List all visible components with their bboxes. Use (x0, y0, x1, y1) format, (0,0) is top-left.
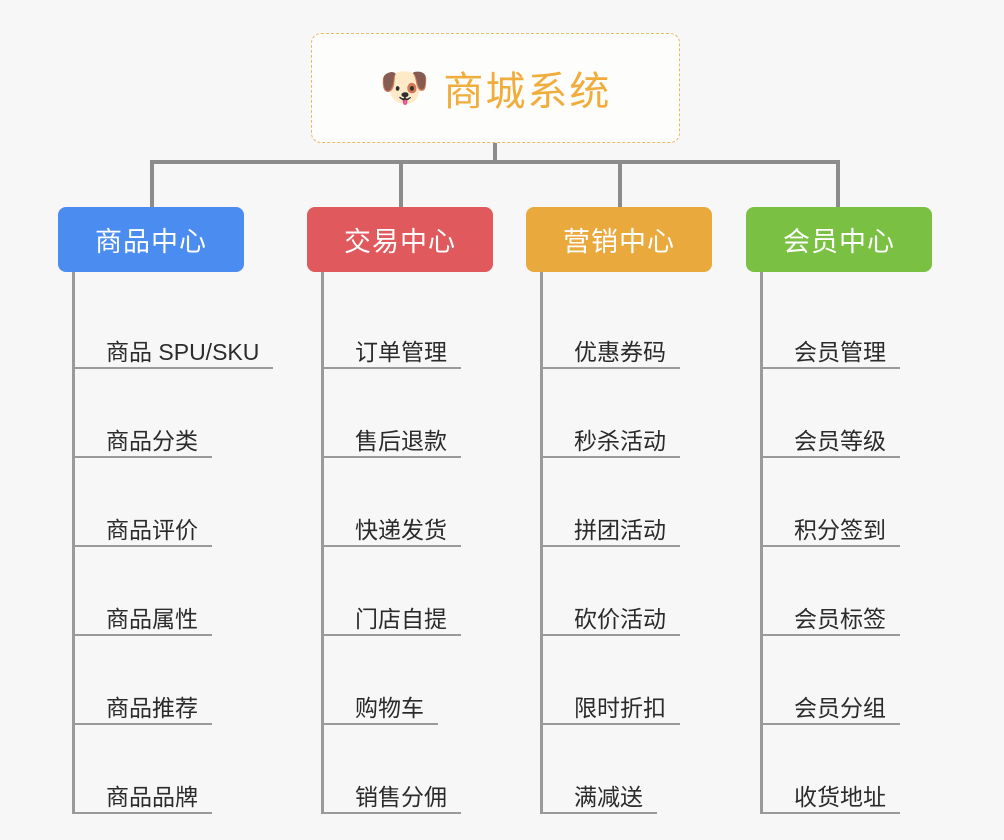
leaf-item[interactable]: 商品属性 (75, 547, 244, 636)
leaf-item[interactable]: 积分签到 (763, 458, 932, 547)
branch-column: 交易中心订单管理售后退款快递发货门店自提购物车销售分佣 (307, 207, 493, 814)
leaf-label: 商品推荐 (106, 694, 198, 721)
leaf-item[interactable]: 商品评价 (75, 458, 244, 547)
leaf-item[interactable]: 商品分类 (75, 369, 244, 458)
root-node[interactable]: 🐶 商城系统 (311, 33, 680, 143)
leaf-label: 砍价活动 (574, 605, 666, 632)
leaf-underline (763, 634, 900, 636)
leaf-label: 销售分佣 (355, 783, 447, 810)
leaf-item[interactable]: 售后退款 (324, 369, 493, 458)
leaf-item[interactable]: 收货地址 (763, 725, 932, 814)
connector-drop-2 (399, 160, 403, 207)
leaf-underline (75, 634, 212, 636)
leaf-underline (75, 367, 273, 369)
branch-column: 商品中心商品 SPU/SKU 商品分类商品评价商品属性商品推荐商品品牌 (58, 207, 273, 814)
category-box-member-center[interactable]: 会员中心 (746, 207, 932, 272)
category-box-marketing-center[interactable]: 营销中心 (526, 207, 712, 272)
leaf-label: 收货地址 (794, 783, 886, 810)
leaf-group: 订单管理售后退款快递发货门店自提购物车销售分佣 (321, 272, 493, 814)
leaf-label: 满减送 (574, 783, 643, 810)
leaf-item[interactable]: 会员管理 (763, 280, 932, 369)
connector-horizontal-bus (150, 160, 840, 164)
leaf-underline (763, 367, 900, 369)
leaf-label: 购物车 (355, 694, 424, 721)
leaf-item[interactable]: 销售分佣 (324, 725, 493, 814)
leaf-item[interactable]: 会员分组 (763, 636, 932, 725)
leaf-item[interactable]: 商品推荐 (75, 636, 244, 725)
leaf-label: 快递发货 (355, 516, 447, 543)
leaf-label: 拼团活动 (574, 516, 666, 543)
connector-drop-1 (150, 160, 154, 207)
leaf-underline (75, 723, 212, 725)
leaf-label: 会员等级 (794, 427, 886, 454)
leaf-label: 会员分组 (794, 694, 886, 721)
leaf-item[interactable]: 拼团活动 (543, 458, 712, 547)
leaf-underline (324, 545, 461, 547)
leaf-group: 优惠券码秒杀活动拼团活动砍价活动限时折扣满减送 (540, 272, 712, 814)
leaf-underline (543, 545, 680, 547)
leaf-group: 会员管理会员等级积分签到会员标签会员分组收货地址 (760, 272, 932, 814)
leaf-underline (763, 456, 900, 458)
shiba-dog-face-icon: 🐶 (379, 66, 430, 110)
connector-drop-3 (618, 160, 622, 207)
leaf-underline (763, 723, 900, 725)
category-label: 商品中心 (95, 227, 207, 257)
leaf-item[interactable]: 购物车 (324, 636, 493, 725)
connector-root-stem (493, 143, 497, 164)
leaf-label: 门店自提 (355, 605, 447, 632)
leaf-group: 商品 SPU/SKU 商品分类商品评价商品属性商品推荐商品品牌 (72, 272, 273, 814)
leaf-label: 商品属性 (106, 605, 198, 632)
leaf-underline (75, 456, 212, 458)
leaf-label: 商品 SPU/SKU (106, 338, 260, 365)
leaf-label: 会员标签 (794, 605, 886, 632)
connector-drop-4 (836, 160, 840, 207)
category-label: 营销中心 (563, 227, 675, 257)
leaf-item[interactable]: 限时折扣 (543, 636, 712, 725)
category-box-product-center[interactable]: 商品中心 (58, 207, 244, 272)
leaf-item[interactable]: 满减送 (543, 725, 712, 814)
leaf-item[interactable]: 商品 SPU/SKU (75, 280, 273, 369)
leaf-item[interactable]: 商品品牌 (75, 725, 244, 814)
leaf-underline (763, 812, 900, 814)
category-label: 交易中心 (344, 227, 456, 257)
leaf-label: 商品品牌 (106, 783, 198, 810)
leaf-underline (543, 456, 680, 458)
root-title: 商城系统 (443, 70, 612, 114)
leaf-item[interactable]: 快递发货 (324, 458, 493, 547)
leaf-underline (324, 456, 461, 458)
leaf-underline (324, 634, 461, 636)
leaf-item[interactable]: 门店自提 (324, 547, 493, 636)
leaf-underline (543, 367, 680, 369)
category-box-trade-center[interactable]: 交易中心 (307, 207, 493, 272)
leaf-item[interactable]: 砍价活动 (543, 547, 712, 636)
leaf-underline (543, 812, 657, 814)
branch-column: 营销中心优惠券码秒杀活动拼团活动砍价活动限时折扣满减送 (526, 207, 712, 814)
leaf-label: 商品评价 (106, 516, 198, 543)
category-label: 会员中心 (783, 227, 895, 257)
leaf-label: 优惠券码 (574, 338, 666, 365)
leaf-label: 秒杀活动 (574, 427, 666, 454)
leaf-underline (75, 545, 212, 547)
leaf-label: 售后退款 (355, 427, 447, 454)
branch-column: 会员中心会员管理会员等级积分签到会员标签会员分组收货地址 (746, 207, 932, 814)
leaf-label: 订单管理 (355, 338, 447, 365)
leaf-underline (543, 723, 680, 725)
leaf-label: 商品分类 (106, 427, 198, 454)
leaf-underline (763, 545, 900, 547)
leaf-label: 会员管理 (794, 338, 886, 365)
leaf-underline (75, 812, 212, 814)
leaf-underline (324, 723, 438, 725)
leaf-underline (543, 634, 680, 636)
leaf-underline (324, 367, 461, 369)
leaf-label: 积分签到 (794, 516, 886, 543)
leaf-label: 限时折扣 (574, 694, 666, 721)
leaf-item[interactable]: 优惠券码 (543, 280, 712, 369)
leaf-underline (324, 812, 461, 814)
leaf-item[interactable]: 订单管理 (324, 280, 493, 369)
leaf-item[interactable]: 会员等级 (763, 369, 932, 458)
leaf-item[interactable]: 会员标签 (763, 547, 932, 636)
leaf-item[interactable]: 秒杀活动 (543, 369, 712, 458)
